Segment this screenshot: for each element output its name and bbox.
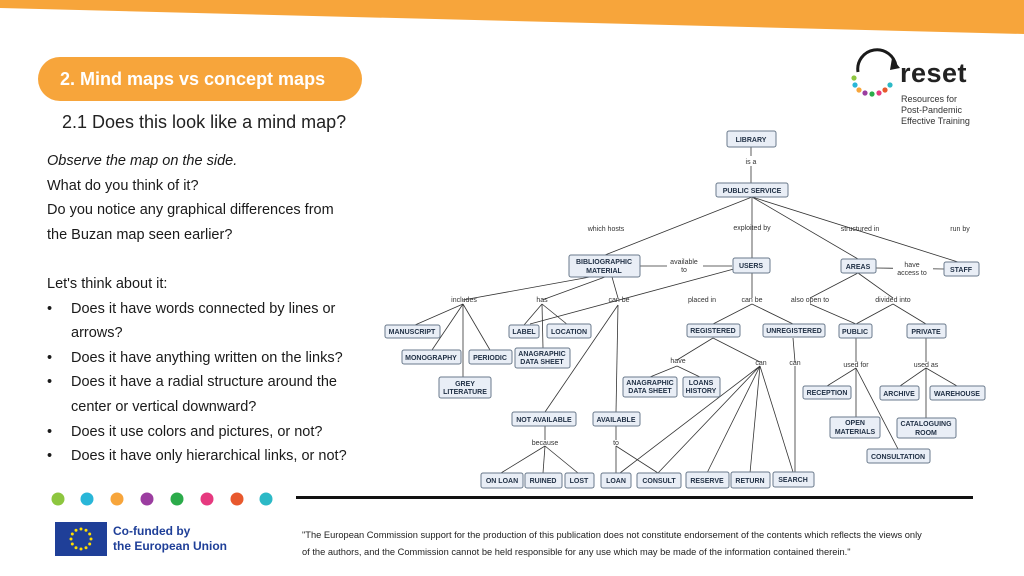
node-grey-literature-2: LITERATURE [443, 389, 487, 396]
bullet-item: •Does it have anything written on the li… [47, 349, 343, 366]
link-can-registered: can [755, 360, 766, 367]
node-location: LOCATION [551, 329, 587, 336]
link-have-access-to-2: access to [897, 270, 927, 277]
link-has: has [536, 297, 548, 304]
node-return: RETURN [735, 478, 764, 485]
node-archive: ARCHIVE [883, 391, 915, 398]
map-connectors [414, 147, 959, 474]
node-available: AVAILABLE [596, 417, 635, 424]
node-consultation: CONSULTATION [871, 454, 925, 461]
bullet-item-continuation: center or vertical downward? [71, 398, 257, 415]
map-node-boxes [384, 130, 986, 489]
node-anagraphic-data-sheet-2: DATA SHEET [520, 359, 564, 366]
slide-body-text: Observe the map on the side. What do you… [47, 149, 377, 469]
link-because: because [532, 440, 559, 447]
link-also-open-to: also open to [791, 297, 829, 304]
link-to: to [613, 440, 619, 447]
think-heading: Let's think about it: [47, 275, 168, 292]
link-available-to: available [670, 259, 698, 266]
section-title: 2. Mind maps vs concept maps [60, 68, 326, 89]
link-is-a: is a [746, 159, 757, 166]
link-have: have [670, 358, 685, 365]
node-bibliographic-material: BIBLIOGRAPHIC [576, 259, 632, 266]
link-divided-into: divided into [875, 297, 911, 304]
eu-cofunded-text: Co-funded by the European Union [113, 524, 227, 553]
disclaimer-text: "The European Commission support for the… [302, 530, 922, 557]
link-can-be: can be [608, 297, 629, 304]
node-open-materials: OPEN [845, 420, 865, 427]
node-loan: LOAN [606, 478, 626, 485]
node-open-materials-2: MATERIALS [835, 429, 876, 436]
node-user-anagraphic-data-sheet: ANAGRAPHIC [626, 380, 673, 387]
node-loans-history-2: HISTORY [686, 388, 717, 395]
link-used-as: used as [914, 362, 939, 369]
map-link-labels: is a which hosts exploited by structured… [451, 156, 970, 447]
node-reserve: RESERVE [690, 478, 724, 485]
link-available-to-2: to [681, 267, 687, 274]
node-ruined: RUINED [530, 478, 557, 485]
link-which-hosts: which hosts [587, 226, 625, 233]
logo-tagline: Resources for Post-Pandemic Effective Tr… [901, 94, 970, 126]
node-private: PRIVATE [911, 329, 941, 336]
node-unregistered: UNREGISTERED [766, 328, 822, 335]
node-cataloguing-room: CATALOGUING [900, 421, 952, 428]
link-used-for: used for [843, 362, 869, 369]
node-areas: AREAS [846, 264, 871, 271]
node-lost: LOST [570, 478, 589, 485]
node-search: SEARCH [778, 477, 808, 484]
bullet-item: •Does it have words connected by lines o… [47, 300, 336, 317]
node-grey-literature: GREY [455, 381, 475, 388]
node-on-loan: ON LOAN [486, 478, 518, 485]
node-warehouse: WAREHOUSE [934, 391, 980, 398]
node-periodic: PERIODIC [473, 355, 507, 362]
map-node-labels: LIBRARY PUBLIC SERVICE BIBLIOGRAPHIC MAT… [389, 137, 981, 485]
footer-divider [296, 496, 973, 499]
node-anagraphic-data-sheet: ANAGRAPHIC [518, 351, 565, 358]
link-includes: includes [451, 297, 477, 304]
concept-map: LIBRARY PUBLIC SERVICE BIBLIOGRAPHIC MAT… [384, 130, 986, 489]
color-dots-row [51, 492, 273, 506]
node-library: LIBRARY [736, 137, 767, 144]
node-registered: REGISTERED [690, 328, 736, 335]
eu-flag-icon [55, 522, 107, 556]
link-placed-in: placed in [688, 297, 716, 304]
intro-line-3: Do you notice any graphical differences … [47, 202, 334, 219]
reset-logo-icon [851, 48, 900, 97]
link-exploited-by: exploited by [733, 225, 771, 232]
node-user-anagraphic-data-sheet-2: DATA SHEET [628, 388, 672, 395]
node-not-available: NOT AVAILABLE [516, 417, 572, 424]
link-can-unregistered: can [789, 360, 800, 367]
node-cataloguing-room-2: ROOM [915, 430, 937, 437]
node-reception: RECEPTION [807, 390, 848, 397]
node-manuscript: MANUSCRIPT [389, 329, 436, 336]
node-consult: CONSULT [642, 478, 676, 485]
link-structured-in: structured in [841, 226, 880, 233]
node-monography: MONOGRAPHY [405, 355, 457, 362]
node-label: LABEL [512, 329, 536, 336]
intro-line-4: the Buzan map seen earlier? [47, 226, 233, 243]
node-staff: STAFF [950, 267, 973, 274]
node-public: PUBLIC [842, 329, 868, 336]
bullet-item-continuation: arrows? [71, 325, 123, 342]
top-banner [0, 0, 1024, 34]
slide-subtitle: 2.1 Does this look like a mind map? [62, 112, 347, 132]
node-public-service: PUBLIC SERVICE [723, 188, 782, 195]
bullet-item: •Does it have a radial structure around … [47, 374, 337, 391]
logo-wordmark: reset [900, 58, 968, 88]
node-users: USERS [739, 263, 763, 270]
link-have-access-to: have [904, 262, 919, 269]
node-loans-history: LOANS [689, 380, 714, 387]
link-can-be-users: can be [741, 297, 762, 304]
intro-line-2: What do you think of it? [47, 177, 199, 194]
link-run-by: run by [950, 226, 970, 233]
intro-line-1: Observe the map on the side. [47, 153, 238, 169]
bullet-item: •Does it use colors and pictures, or not… [47, 423, 323, 440]
section-title-pill: 2. Mind maps vs concept maps [38, 57, 362, 101]
bullet-item: •Does it have only hierarchical links, o… [47, 448, 347, 465]
node-bibliographic-material-2: MATERIAL [586, 268, 622, 275]
